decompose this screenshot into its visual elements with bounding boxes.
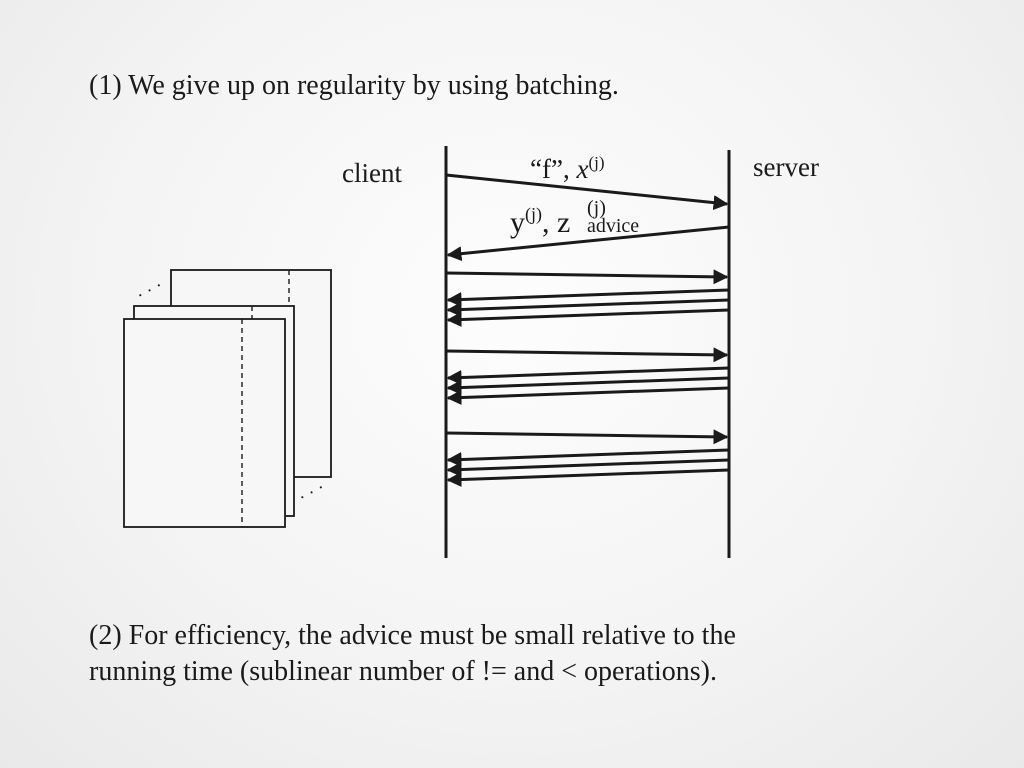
response-label-sub2: advice — [587, 215, 639, 237]
slide-footnote: (2) For efficiency, the advice must be s… — [89, 618, 969, 690]
arrow-response-batch3-a — [446, 448, 730, 468]
arrow-request-batch2 — [445, 347, 729, 363]
request-label-quote: “f”, — [530, 154, 576, 184]
arrow-response-batch2-a — [446, 366, 730, 386]
arrow-response-first — [446, 225, 730, 262]
arrow-response-batch1-c — [446, 308, 730, 328]
arrow-response-batch1-a — [446, 288, 730, 308]
client-label: client — [342, 158, 402, 188]
footnote-line-1: (2) For efficiency, the advice must be s… — [89, 620, 736, 651]
request-label-sup: (j) — [588, 153, 604, 172]
ellipsis-bottom: · · · — [295, 477, 328, 507]
arrow-response-batch3-c — [446, 468, 730, 488]
response-label-var1: y — [510, 206, 525, 239]
request-label-var: x — [575, 154, 588, 184]
arrow-request-batch1 — [445, 269, 729, 285]
response-label-sup1: (j) — [525, 204, 542, 225]
arrow-response-batch1-b — [446, 298, 730, 318]
response-label-var2: z — [557, 206, 570, 239]
request-label: “f”, x(j) — [530, 153, 605, 184]
arrow-response-batch3-b — [446, 458, 730, 478]
footnote-line-2: running time (sublinear number of != and… — [89, 656, 717, 687]
message-arrows — [445, 173, 730, 488]
response-label-sep: , — [542, 206, 557, 239]
arrow-request-first — [445, 173, 729, 211]
response-label: y(j), z — [510, 204, 570, 239]
ellipsis-top: · · · — [133, 275, 166, 305]
arrow-request-batch3 — [445, 429, 729, 445]
batch-pages: · · · · · · — [123, 269, 332, 528]
server-label: server — [753, 152, 819, 182]
slide-heading: (1) We give up on regularity by using ba… — [89, 70, 619, 101]
arrow-response-batch2-c — [446, 386, 730, 406]
response-label-sup2: (j) — [587, 197, 606, 219]
arrow-response-batch2-b — [446, 376, 730, 396]
page-front — [123, 318, 286, 528]
